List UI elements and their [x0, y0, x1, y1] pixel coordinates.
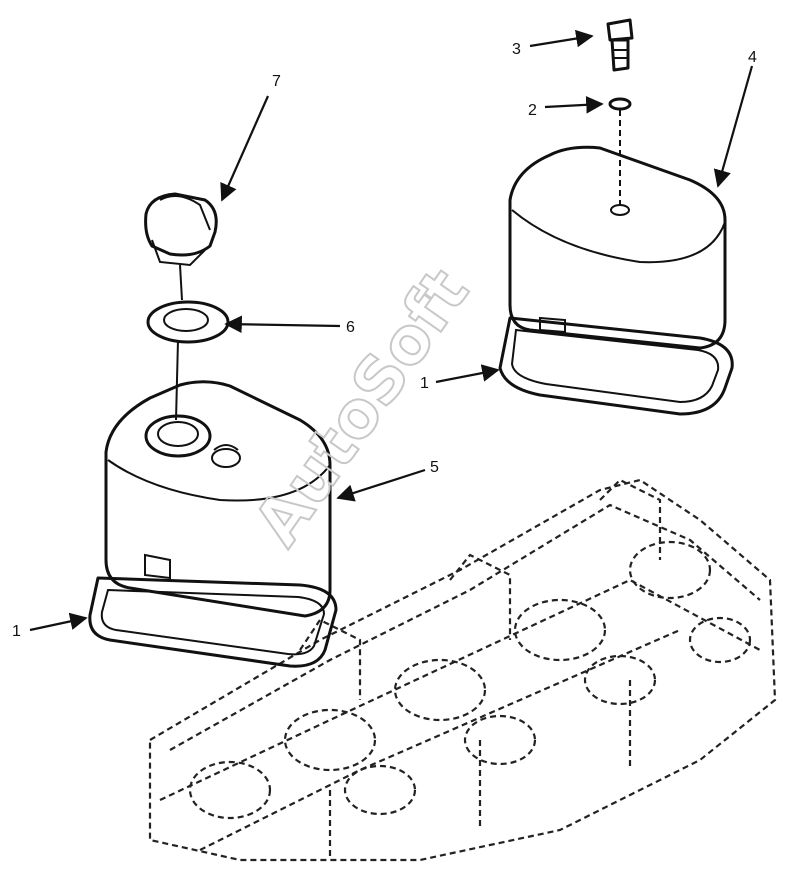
- callout-3: 3: [512, 41, 521, 58]
- callout-6: 6: [346, 319, 355, 336]
- washer: [608, 97, 632, 111]
- right-valve-cover: [498, 110, 734, 416]
- callout-labels: 1 1 2 3 4 5 6 7: [12, 41, 757, 640]
- callout-5: 5: [430, 459, 439, 476]
- leader-lines: [29, 29, 754, 632]
- filler-cap: [144, 192, 218, 301]
- callout-7: 7: [272, 73, 281, 90]
- callout-1-left: 1: [12, 623, 21, 640]
- callout-2: 2: [528, 102, 537, 119]
- bolt: [606, 18, 634, 72]
- callout-4: 4: [748, 49, 757, 66]
- cylinder-head-outline: [148, 478, 777, 862]
- callout-1-right: 1: [420, 375, 429, 392]
- left-valve-cover: [88, 380, 338, 668]
- seal-ring: [146, 300, 230, 421]
